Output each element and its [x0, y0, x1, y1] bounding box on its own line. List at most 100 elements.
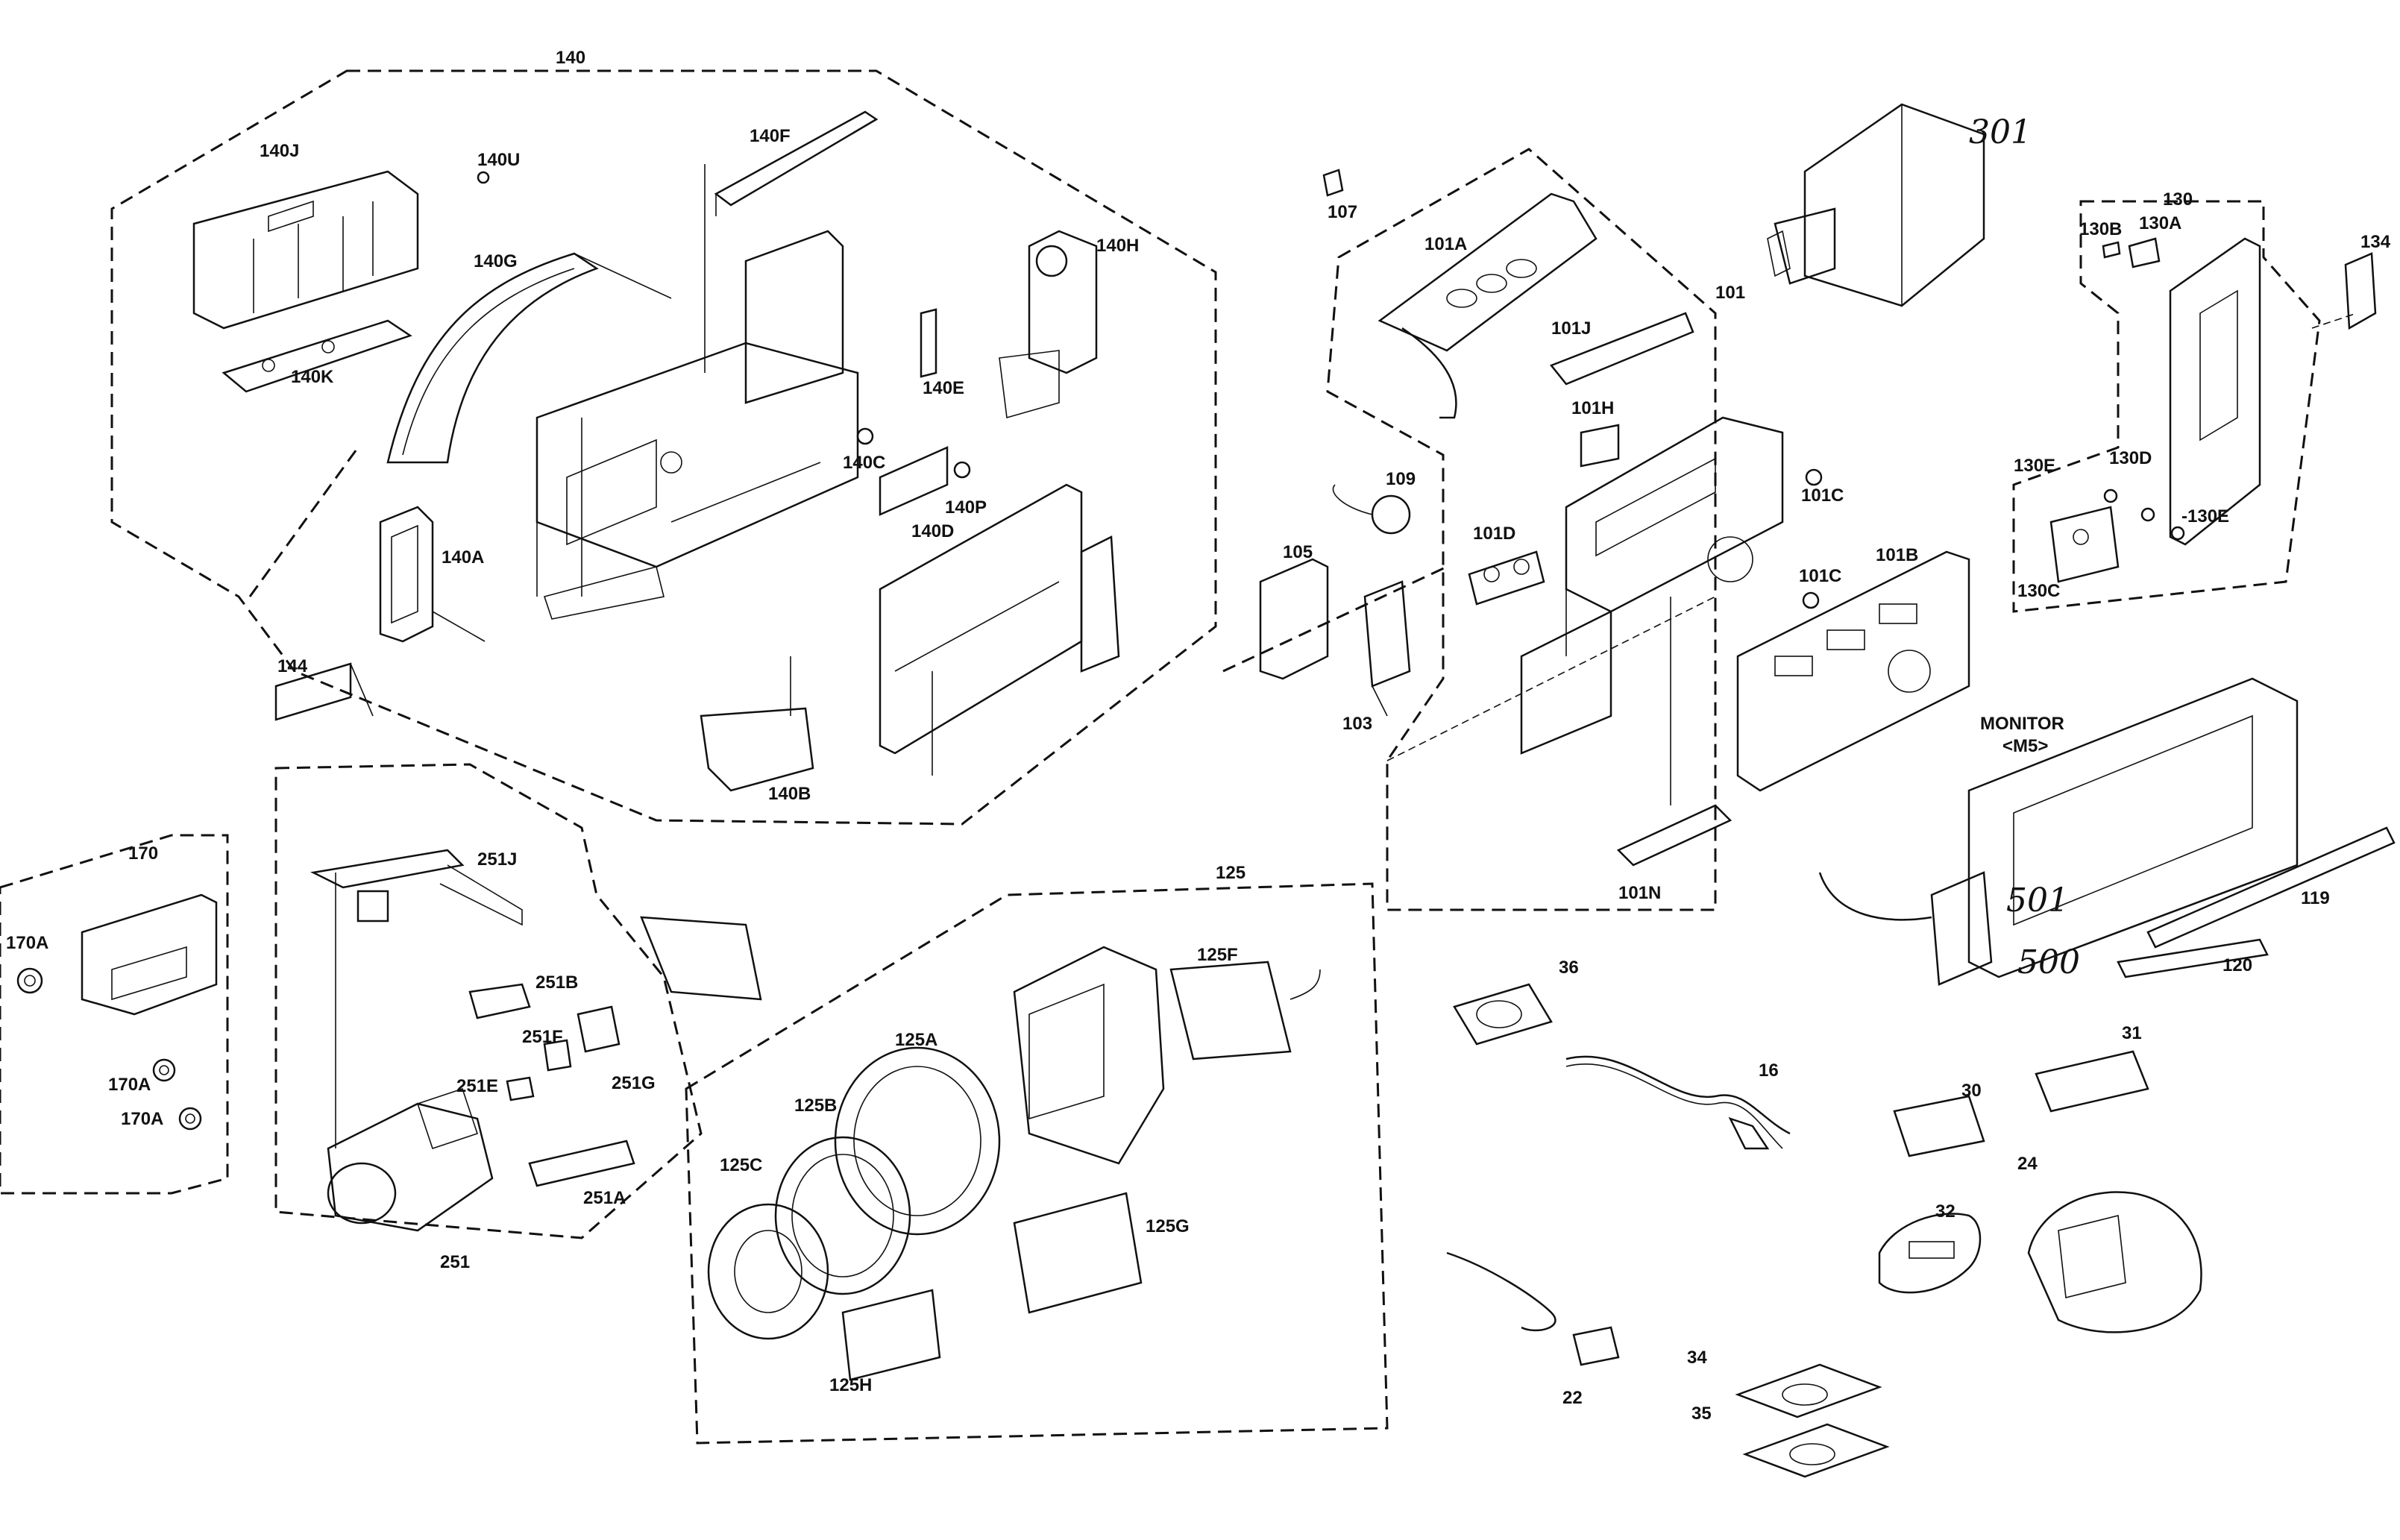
part-101J: [1549, 312, 1694, 386]
label-140G: 140G: [474, 251, 518, 271]
label-32: 32: [1935, 1201, 1956, 1222]
label-140J: 140J: [260, 141, 299, 161]
part-140J: [192, 170, 419, 330]
label-101C-2: 101C: [1799, 566, 1841, 586]
label-144: 144: [277, 656, 308, 676]
part-140-chassis: [535, 230, 859, 620]
label-130E-2: -130E: [2181, 506, 2229, 527]
label-251: 251: [440, 1252, 470, 1272]
label-140U: 140U: [477, 150, 520, 170]
part-125A: [834, 1046, 1001, 1236]
part-140G: [386, 252, 672, 464]
part-251B: [468, 983, 531, 1019]
label-101J: 101J: [1551, 318, 1591, 339]
part-140P: [953, 461, 971, 479]
label-125H: 125H: [829, 1375, 872, 1395]
part-34-disc: [1735, 1363, 1882, 1418]
part-130C: [2049, 506, 2120, 583]
label-170A-1: 170A: [6, 933, 48, 953]
label-31: 31: [2122, 1023, 2142, 1043]
part-130A: [2128, 237, 2161, 268]
part-101B: [1736, 550, 1970, 792]
part-125-housing: [1013, 946, 1165, 1165]
label-125: 125: [1216, 863, 1245, 883]
part-125B: [774, 1136, 911, 1295]
part-170: [81, 893, 218, 1016]
part-24-bag: [2027, 1191, 2202, 1333]
label-monitor-m5: <M5>: [2002, 736, 2048, 756]
part-140A: [379, 506, 486, 643]
part-101N: [1616, 804, 1733, 867]
label-251A: 251A: [583, 1188, 626, 1208]
label-130B: 130B: [2079, 219, 2122, 239]
part-140F: [704, 110, 879, 373]
part-35-disc: [1742, 1423, 1890, 1478]
label-105: 105: [1283, 542, 1313, 562]
part-101C-b: [1802, 591, 1820, 609]
part-monitor-m5: [1818, 677, 2299, 986]
part-36: [1453, 983, 1553, 1046]
part-130-body: [2169, 237, 2261, 546]
part-120: [2117, 938, 2269, 978]
part-301-viewfinder: [1767, 103, 1985, 307]
part-251E: [506, 1076, 535, 1101]
part-251J: [310, 849, 523, 926]
label-101A: 101A: [1424, 234, 1467, 254]
label-140D: 140D: [911, 521, 954, 541]
label-24: 24: [2017, 1154, 2038, 1174]
label-125A: 125A: [895, 1030, 937, 1050]
group-130-boundary: [2012, 200, 2321, 613]
label-130D: 130D: [2109, 448, 2152, 468]
part-125G: [1013, 1192, 1143, 1314]
part-101H: [1580, 424, 1620, 468]
label-251B: 251B: [535, 972, 578, 993]
part-170A-c: [178, 1107, 202, 1131]
part-251-bracket: [640, 916, 762, 1001]
part-140K: [222, 319, 412, 393]
part-140D: [879, 483, 1120, 776]
label-140A: 140A: [442, 547, 484, 568]
part-140B: [700, 656, 814, 792]
label-251E: 251E: [456, 1076, 498, 1096]
label-125G: 125G: [1146, 1216, 1190, 1236]
part-140C: [856, 427, 874, 445]
label-101B: 101B: [1876, 545, 1918, 565]
label-140E: 140E: [923, 378, 964, 398]
part-125F: [1169, 961, 1321, 1060]
part-105: [1259, 558, 1329, 680]
part-251G: [577, 1005, 621, 1053]
part-107: [1322, 169, 1344, 197]
label-251J: 251J: [477, 849, 517, 870]
group-140-boundary: [110, 69, 1217, 826]
label-170: 170: [128, 843, 158, 864]
label-monitor: MONITOR: [1980, 714, 2064, 734]
part-251A: [528, 1140, 635, 1187]
label-251F: 251F: [522, 1027, 563, 1047]
label-109: 109: [1386, 469, 1416, 489]
group-251-boundary: [274, 763, 703, 1239]
label-140B: 140B: [768, 784, 811, 804]
part-251-body: [327, 873, 494, 1232]
part-16-av-cable: [1565, 1055, 1791, 1150]
part-170A-a: [16, 967, 43, 994]
handwritten-500: 500: [2017, 943, 2080, 981]
label-251G: 251G: [612, 1073, 656, 1093]
group-101-boundary: [1326, 148, 1717, 911]
part-22-cable: [1446, 1251, 1620, 1366]
label-101: 101: [1715, 283, 1745, 303]
label-140P: 140P: [945, 497, 987, 518]
label-130A: 130A: [2139, 213, 2181, 233]
label-16: 16: [1759, 1060, 1779, 1081]
part-251F: [543, 1039, 572, 1072]
part-101-chassis: [1520, 416, 1784, 805]
label-101D: 101D: [1473, 524, 1515, 544]
part-119: [2146, 826, 2396, 949]
label-125C: 125C: [720, 1155, 762, 1175]
part-170A-b: [152, 1058, 176, 1082]
part-130E-a: [2103, 488, 2118, 503]
part-30: [1893, 1095, 1985, 1157]
part-134: [2344, 252, 2377, 330]
label-125B: 125B: [794, 1096, 837, 1116]
label-140F: 140F: [750, 126, 791, 146]
part-140E: [920, 308, 937, 378]
